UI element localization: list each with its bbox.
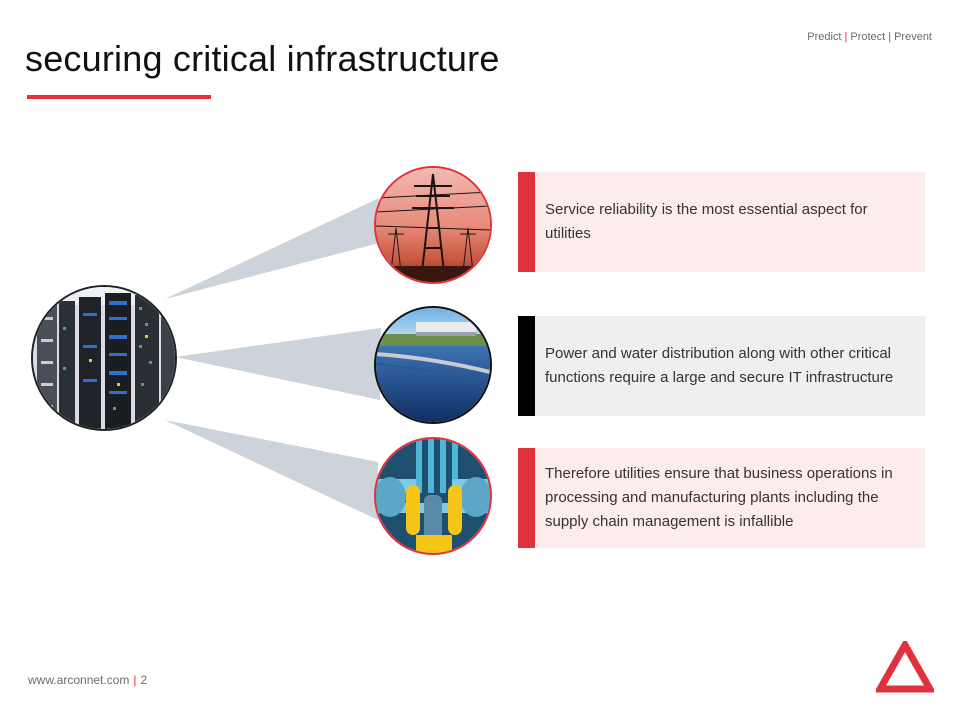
server-rack-image — [31, 285, 177, 431]
footer-separator: | — [133, 673, 137, 687]
page-title: securing critical infrastructure — [25, 38, 500, 79]
tagline-prevent: Prevent — [894, 31, 932, 43]
footer-url: www.arconnet.com — [28, 673, 130, 687]
beam-top — [165, 198, 383, 299]
card-text: Service reliability is the most essentia… — [545, 201, 868, 242]
info-card: Service reliability is the most essentia… — [518, 172, 925, 272]
tagline-protect: Protect — [850, 31, 886, 43]
tagline-separator: | — [844, 31, 848, 43]
card-text: Power and water distribution along with … — [545, 345, 894, 386]
card-accent-bar — [518, 316, 535, 416]
water-treatment-image — [374, 306, 492, 424]
beam-bottom — [165, 420, 378, 520]
card-accent-bar — [518, 448, 535, 548]
tagline-predict: Predict — [807, 31, 842, 43]
info-card: Therefore utilities ensure that business… — [518, 448, 925, 548]
triangle-logo-icon — [876, 641, 934, 693]
tagline: Predict|Protect|Prevent — [807, 31, 932, 43]
power-transmission-towers-image — [374, 166, 492, 284]
title-underline — [27, 95, 211, 99]
footer: www.arconnet.com|2 — [28, 673, 147, 687]
card-text: Therefore utilities ensure that business… — [545, 465, 893, 530]
beam-middle — [175, 328, 381, 400]
page-number: 2 — [140, 673, 148, 687]
info-card: Power and water distribution along with … — [518, 316, 925, 416]
card-accent-bar — [518, 172, 535, 272]
industrial-pipes-image — [374, 437, 492, 555]
tagline-separator: | — [888, 31, 892, 43]
